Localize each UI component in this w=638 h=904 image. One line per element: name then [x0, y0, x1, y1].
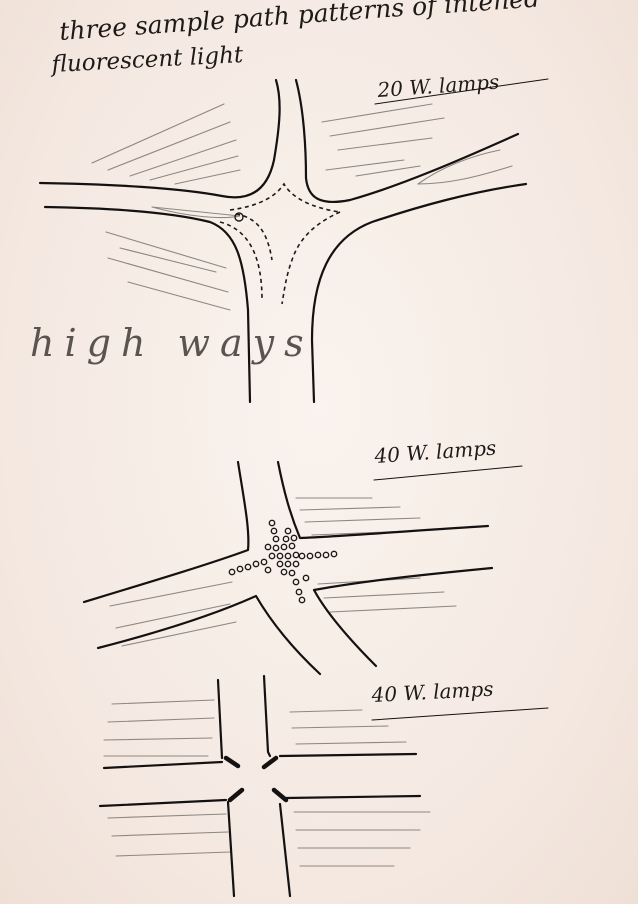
- sketch-3-lamp-label: 40 W. lamps: [370, 677, 494, 707]
- sketch-3-road: [100, 676, 420, 896]
- sketch-1-lamp-label: 20 W. lamps: [376, 70, 500, 103]
- sketch-2-shading: [110, 498, 456, 646]
- sketch-2-lamp-label: 40 W. lamps: [373, 436, 497, 469]
- sketch-2-lamp-cluster: [229, 520, 336, 602]
- sketch-1-y-junction: 20 W. lamps: [30, 70, 548, 402]
- sketch-2-label-underline: [374, 466, 522, 480]
- sketch-2-road: [84, 462, 492, 674]
- sketch-1-shading: [92, 104, 512, 310]
- title-line-1: three sample path patterns of intened: [58, 0, 540, 46]
- title-line-2: fluorescent light: [49, 42, 245, 78]
- sketch-3-crossroads: 40 W. lamps: [100, 676, 548, 896]
- sketch-2-crossroads: 40 W. lamps: [84, 436, 522, 674]
- page-title: three sample path patterns of intened fl…: [49, 0, 541, 78]
- sketch-1-road-label: high ways: [30, 321, 314, 365]
- sketch-3-lamp-bars: [226, 758, 286, 800]
- sketch-1-lamp-paths: [220, 184, 340, 304]
- sketch-3-label-underline: [372, 708, 548, 720]
